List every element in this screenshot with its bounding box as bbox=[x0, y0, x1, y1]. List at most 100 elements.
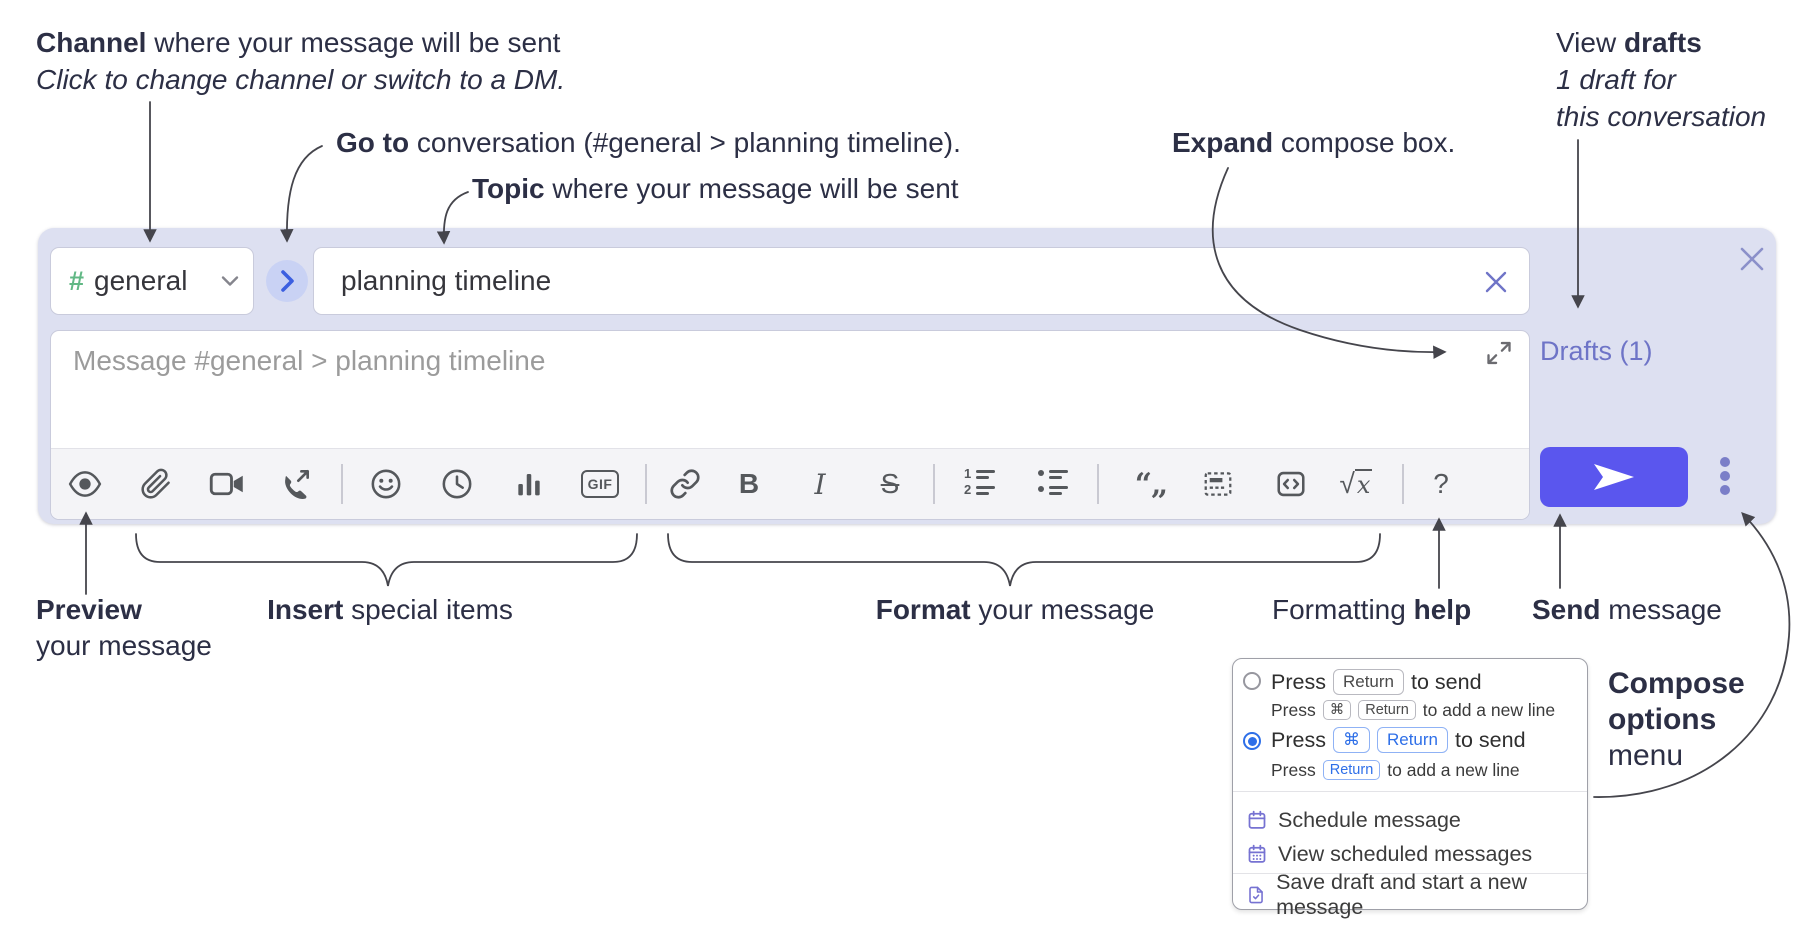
annotation-topic: Topic where your message will be sent bbox=[472, 170, 959, 207]
expand-compose-icon[interactable] bbox=[1485, 339, 1513, 367]
compose-box: # general bbox=[38, 228, 1776, 524]
annotation-goto-rest: conversation (#general > planning timeli… bbox=[409, 127, 961, 158]
add-emoji-icon[interactable] bbox=[364, 449, 408, 519]
close-compose-icon[interactable] bbox=[1737, 244, 1767, 274]
annotation-insert-bold: Insert bbox=[267, 594, 344, 625]
math-latex-icon[interactable]: √x bbox=[1334, 449, 1378, 519]
formatting-help-icon[interactable]: ? bbox=[1419, 449, 1463, 519]
ol-digit-2: 2 bbox=[964, 482, 972, 497]
message-box: GIF B I S 1 2 bbox=[50, 330, 1531, 520]
channel-selector[interactable]: # general bbox=[50, 247, 254, 315]
option-cmd-return-to-send[interactable]: Press ⌘ Return to send bbox=[1271, 725, 1526, 755]
annotation-view-drafts-line1: View drafts bbox=[1556, 24, 1766, 61]
annotation-format-rest: your message bbox=[970, 594, 1155, 625]
option-text: Press bbox=[1271, 727, 1326, 752]
topic-input-box bbox=[313, 247, 1530, 315]
brace-insert bbox=[135, 533, 638, 587]
menu-item-view-scheduled[interactable]: View scheduled messages bbox=[1233, 837, 1587, 871]
voice-call-icon[interactable] bbox=[273, 449, 317, 519]
toolbar-divider bbox=[341, 464, 343, 504]
strikethrough-label: S bbox=[880, 468, 900, 499]
add-global-time-icon[interactable] bbox=[435, 449, 479, 519]
menu-item-label: Schedule message bbox=[1278, 807, 1461, 832]
math-x-glyph: x bbox=[1354, 469, 1373, 499]
clear-topic-icon[interactable] bbox=[1483, 269, 1509, 295]
menu-item-label: View scheduled messages bbox=[1278, 841, 1533, 866]
option-text: to send bbox=[1455, 727, 1526, 752]
option-subtext: to add a new line bbox=[1387, 759, 1520, 780]
chevron-down-icon bbox=[221, 275, 239, 287]
radio-cmd-return-to-send[interactable] bbox=[1243, 732, 1261, 750]
annotation-goto: Go to conversation (#general > planning … bbox=[336, 124, 961, 161]
menu-divider bbox=[1233, 791, 1587, 792]
message-input[interactable] bbox=[51, 331, 1531, 449]
link-icon[interactable] bbox=[663, 449, 707, 519]
send-button[interactable] bbox=[1540, 447, 1688, 507]
preview-message-icon[interactable] bbox=[63, 449, 107, 519]
italic-icon[interactable]: I bbox=[798, 449, 842, 519]
toolbar-divider bbox=[1402, 464, 1404, 504]
annotation-format-bold: Format bbox=[875, 594, 971, 625]
bulleted-list-icon[interactable] bbox=[1032, 449, 1076, 519]
key-return: Return bbox=[1376, 726, 1448, 754]
chevron-right-icon bbox=[281, 270, 294, 292]
annotation-channel-bold: Channel bbox=[36, 27, 147, 58]
radio-return-to-send[interactable] bbox=[1243, 672, 1261, 690]
toolbar-divider bbox=[645, 464, 647, 504]
annotation-expand: Expand compose box. bbox=[1172, 124, 1455, 161]
calendar-icon bbox=[1248, 810, 1266, 829]
annotation-compose-options-line1: Compose bbox=[1608, 667, 1745, 700]
annotation-view-drafts-line2: 1 draft for bbox=[1556, 64, 1676, 95]
option-text: to send bbox=[1411, 669, 1482, 694]
annotation-channel-line1: Channel where your message will be sent bbox=[36, 24, 565, 61]
annotation-expand-bold: Expand bbox=[1172, 127, 1274, 158]
annotation-format: Format your message bbox=[865, 592, 1165, 628]
attach-file-icon[interactable] bbox=[134, 449, 178, 519]
annotation-send: Send message bbox=[1532, 592, 1722, 628]
strikethrough-icon[interactable]: S bbox=[868, 449, 912, 519]
key-return: Return bbox=[1322, 759, 1381, 781]
compose-options-menu: Press Return to send Press ⌘ Return to a… bbox=[1232, 658, 1588, 919]
arrow-goto bbox=[280, 145, 323, 243]
annotation-preview-line2: your message bbox=[36, 630, 212, 661]
quote-glyphs: “„ bbox=[1134, 466, 1169, 502]
math-sqrt-glyph: √ bbox=[1339, 468, 1355, 499]
annotation-compose-options-line2: options bbox=[1608, 703, 1717, 736]
annotation-view-drafts-line3: this conversation bbox=[1556, 101, 1767, 132]
option-return-to-send-sub: Press ⌘ Return to add a new line bbox=[1271, 697, 1555, 723]
option-subtext: Press bbox=[1271, 699, 1316, 720]
brace-format bbox=[667, 533, 1381, 587]
annotation-insert-rest: special items bbox=[343, 594, 513, 625]
help-label: ? bbox=[1433, 468, 1449, 499]
annotation-help: Formatting help bbox=[1272, 592, 1471, 628]
compose-options-ellipsis-icon[interactable] bbox=[1719, 454, 1731, 500]
menu-item-schedule-message[interactable]: Schedule message bbox=[1233, 803, 1587, 837]
annotation-channel-sub: Click to change channel or switch to a D… bbox=[36, 64, 566, 95]
key-return: Return bbox=[1332, 668, 1404, 696]
option-text: Press bbox=[1271, 669, 1326, 694]
annotation-preview-bold: Preview bbox=[36, 594, 142, 625]
bold-icon[interactable]: B bbox=[727, 449, 771, 519]
numbered-list-icon[interactable]: 1 2 bbox=[959, 449, 1003, 519]
send-icon bbox=[1594, 464, 1634, 490]
add-gif-icon[interactable]: GIF bbox=[578, 449, 622, 519]
spoiler-icon[interactable] bbox=[1196, 449, 1240, 519]
drafts-link[interactable]: Drafts (1) bbox=[1540, 336, 1653, 366]
go-to-conversation-button[interactable] bbox=[266, 260, 308, 302]
annotation-topic-bold: Topic bbox=[472, 173, 545, 204]
option-cmd-return-to-send-sub: Press Return to add a new line bbox=[1271, 757, 1520, 783]
key-cmd: ⌘ bbox=[1332, 726, 1370, 754]
video-call-icon[interactable] bbox=[205, 449, 249, 519]
bold-label: B bbox=[738, 468, 760, 499]
gif-label: GIF bbox=[580, 470, 620, 498]
annotation-compose-options: Compose options menu bbox=[1608, 666, 1745, 774]
quote-icon[interactable]: “„ bbox=[1129, 449, 1173, 519]
key-cmd: ⌘ bbox=[1322, 699, 1352, 721]
option-return-to-send[interactable]: Press Return to send bbox=[1271, 667, 1482, 697]
menu-item-save-draft[interactable]: Save draft and start a new message bbox=[1233, 870, 1587, 919]
add-poll-icon[interactable] bbox=[507, 449, 551, 519]
annotation-view-drafts: View drafts 1 draft for this conversatio… bbox=[1556, 24, 1766, 135]
topic-input[interactable] bbox=[314, 248, 1529, 314]
code-icon[interactable] bbox=[1269, 449, 1313, 519]
